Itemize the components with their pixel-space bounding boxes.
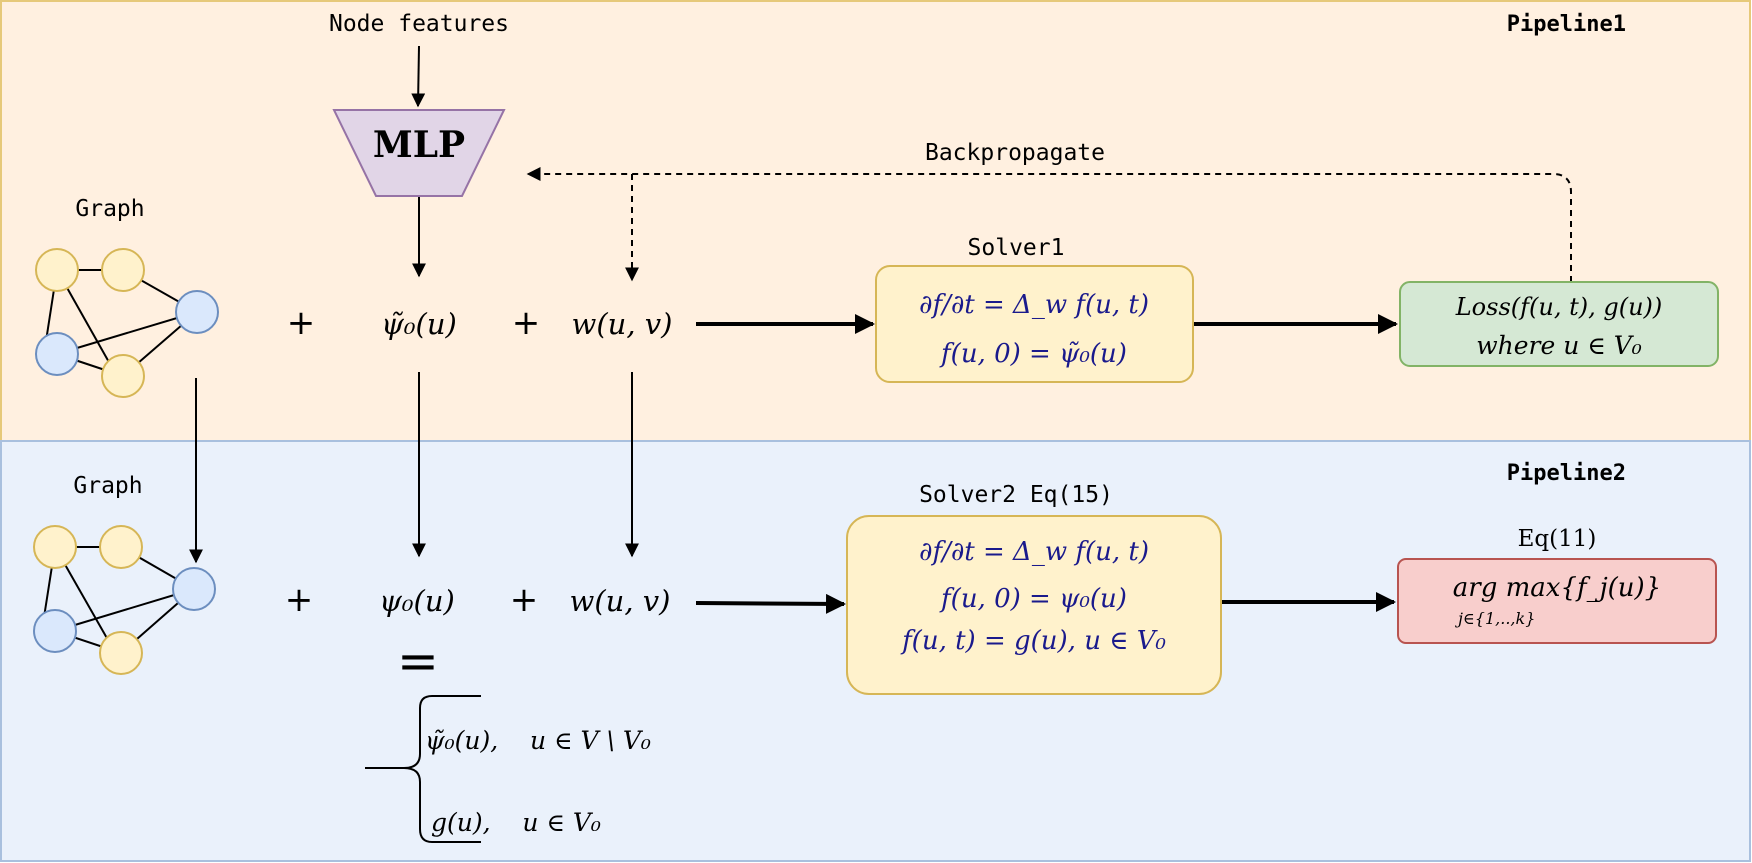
solver2-box [846,515,1222,695]
solver2-equation-2: f(u, 0) = ψ₀(u) [939,584,1127,614]
solver2-equation-1: ∂f/∂t = Δ_w f(u, t) [919,537,1149,567]
loss-line-1: Loss(f(u, t), g(u)) [1455,293,1663,321]
graph-node [99,631,143,675]
to-solver2-arrow [695,593,846,614]
mlp-block [332,109,506,197]
output-subscript: j∈{1,..,k} [1455,609,1535,628]
graph-label-2: Graph [73,473,142,499]
graph-node [101,354,145,398]
graph-label-1: Graph [75,196,144,222]
backpropagate-path [526,167,1572,282]
output-title: Eq(11) [1518,526,1597,552]
backpropagate-label: Backpropagate [925,140,1105,166]
solver1-title: Solver1 [968,235,1065,261]
output-line-1: arg max{f_j(u)} [1453,573,1661,603]
pipeline2-title: Pipeline2 [1507,461,1626,486]
piecewise-brace [365,695,481,843]
graph-node [35,248,79,292]
graph-node [172,567,216,611]
graph-node [99,525,143,569]
pipeline1-panel [0,0,1751,442]
equals-sign: = [397,632,439,690]
psi-tilde-term: ψ̃₀(u) [381,307,457,341]
loss-box [1399,281,1719,367]
solver1-box [875,265,1194,383]
solver1-equation-1: ∂f/∂t = Δ_w f(u, t) [919,290,1149,320]
node-features-arrow [411,45,426,108]
output-box [1397,558,1717,644]
weight-term: w(u, v) [570,584,671,618]
solver1-equation-2: f(u, 0) = ψ̃₀(u) [939,339,1127,369]
plus-sign: + [285,580,314,620]
psi-term: ψ₀(u) [379,584,455,618]
graph-node [33,609,77,653]
piecewise-case-1: ψ̃₀(u), u ∈ V \ V₀ [425,726,651,755]
loss-line-2: where u ∈ V₀ [1476,331,1642,360]
graph-node [33,525,77,569]
graph-node [101,248,145,292]
node-features-label: Node features [329,11,509,37]
plus-sign: + [287,303,316,343]
plus-sign: + [510,580,539,620]
plus-sign: + [512,303,541,343]
weight-term: w(u, v) [572,307,673,341]
mlp-label: MLP [373,124,465,166]
graph-2 [33,525,216,675]
graph-node [35,332,79,376]
solver2-title: Solver2 Eq(15) [919,482,1113,508]
solver2-equation-3: f(u, t) = g(u), u ∈ V₀ [900,626,1166,656]
graph-1 [35,248,219,398]
pipeline1-title: Pipeline1 [1507,12,1626,37]
piecewise-case-2: g(u), u ∈ V₀ [431,808,601,837]
graph-node [175,290,219,334]
